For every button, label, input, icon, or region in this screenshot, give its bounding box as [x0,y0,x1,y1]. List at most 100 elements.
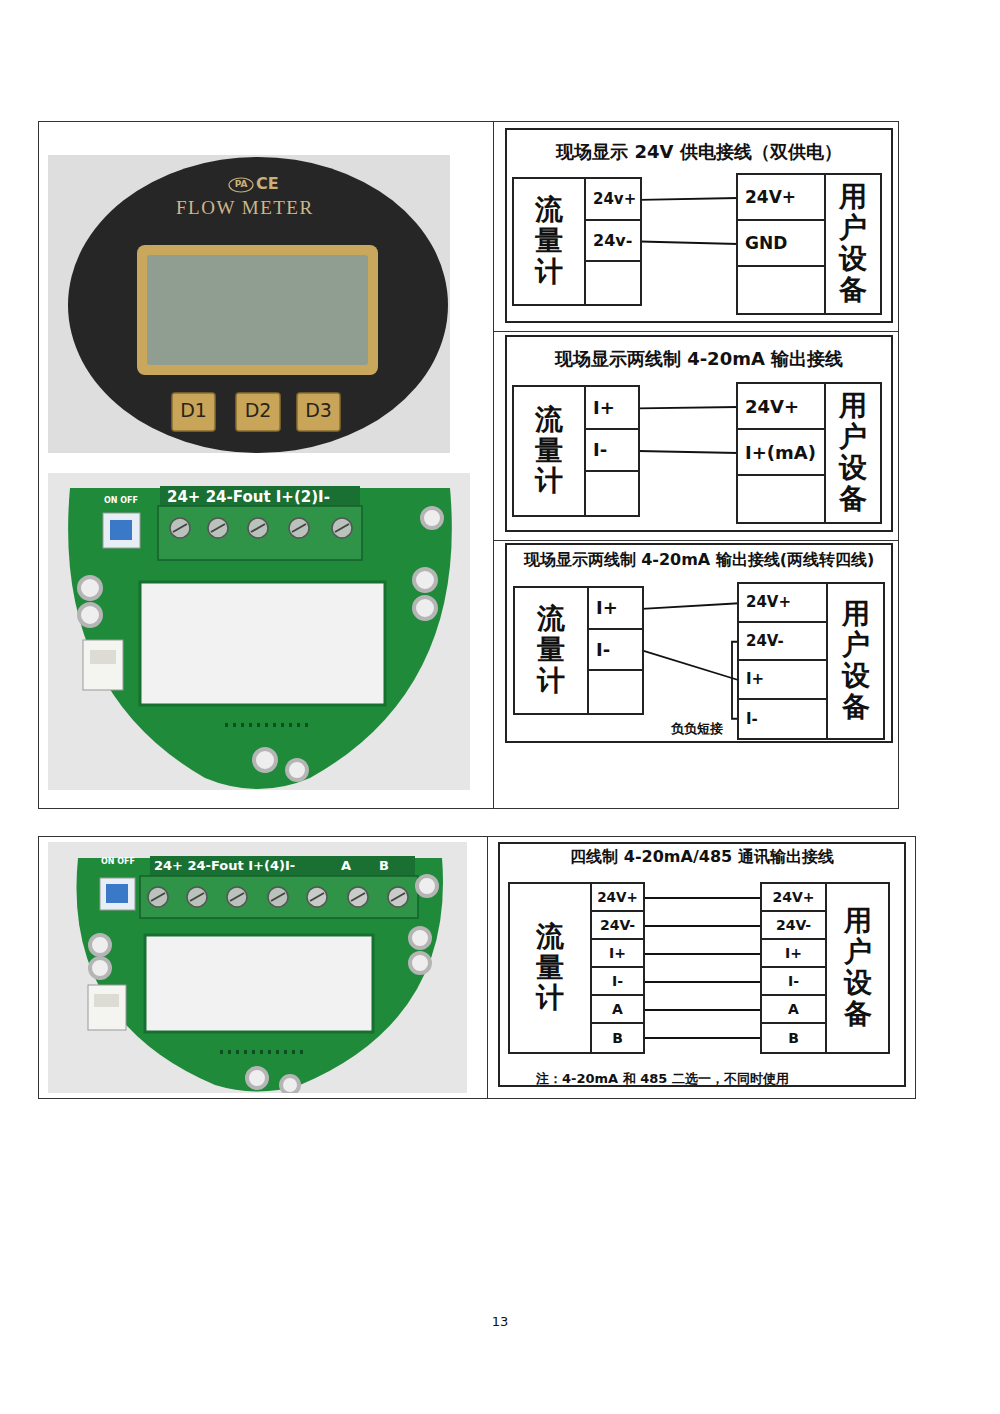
wiring-panel: 现场显示 24V 供电接线（双供电）流量计24v+24v-用户设备24V+GND [505,128,893,323]
terminal-cell: GND [738,221,824,267]
terminal-name: GND [745,233,787,253]
display-photo-part [48,155,450,453]
terminal-name: 24v- [593,231,632,250]
pcb-photo-four-wire [48,842,467,1093]
vertical-label: 流量计 [537,604,565,696]
wire-connector [643,953,762,955]
wire-connector [640,241,738,244]
user-device-box: 用户设备24V+I+(mA) [736,382,882,524]
terminal-cell: 24V- [762,912,825,940]
display-photo-part [147,255,368,365]
terminal-name: A [788,1001,799,1017]
button-label: D1 [172,399,215,421]
pcb-photo-two-wire-part [79,577,101,599]
wiring-panel: 四线制 4-20mA/485 通讯输出接线注：4-20mA 和 485 二选一，… [498,842,906,1087]
terminal-cell: I- [589,630,642,672]
terminal-cell: I+ [586,387,638,430]
terminal-cell: I+ [739,661,826,700]
terminal-legend: 24+ 24-Fout I+(4)I- [154,858,295,873]
terminal-cell: I+ [589,588,642,630]
column-divider [824,384,826,522]
pcb-photo-four-wire-part [100,878,135,910]
label-column: 流量计 [510,884,590,1052]
terminal-name: 24v+ [593,190,636,208]
display-photo-part [68,157,448,453]
wire-connector [643,981,762,983]
switch-label: ON OFF [104,496,138,505]
page-number: 13 [485,1314,515,1329]
terminal-legend: B [376,858,392,873]
panel-title: 现场显示两线制 4-20mA 输出接线(两线转四线) [524,550,875,571]
wire-connector [643,925,762,927]
terminal-name: 24V+ [745,396,799,417]
wire-connector [643,1009,762,1011]
pcb-photo-four-wire-part [150,856,415,876]
pcb-photo-two-wire-part [287,760,307,780]
button-label: D2 [236,399,280,421]
pcb-photo-two-wire-part [110,520,132,540]
wire-connector [642,603,739,609]
panel-note-row: 注：4-20mA 和 485 二选一，不同时使用 [536,1068,789,1088]
terminal-cell: 24V- [592,912,643,940]
terminal-name: 24V- [746,632,784,650]
label-column: 用户设备 [826,384,880,522]
panel-title-row: 现场显示两线制 4-20mA 输出接线(两线转四线) [507,550,891,571]
panel-title: 现场显示两线制 4-20mA 输出接线 [555,347,843,371]
terminal-name: 24V- [776,917,811,933]
pcb-photo-four-wire-part [247,1068,267,1088]
terminal-cell: 24V- [739,623,826,662]
pcb-photo-four-wire-part [151,893,405,901]
terminal-name: I- [788,973,799,989]
terminal-name: 24V- [600,917,635,933]
terminal-name: A [612,1001,623,1017]
terminal-cell: 24V+ [739,584,826,623]
terminal-name: I+ [593,397,615,418]
terminal-cell: I- [586,430,638,473]
pcb-photo-four-wire-part [94,994,119,1007]
terminal-cell: 24V+ [762,884,825,912]
pcb-photo-four-wire-part [220,1050,305,1054]
pcb-photo-four-wire-part [145,935,373,1032]
button-label: D3 [297,399,340,421]
panel-title-row: 现场显示两线制 4-20mA 输出接线 [507,347,891,371]
pcb-photo-two-wire-part [160,486,360,506]
user-device-box: 用户设备24V+24V-I+I-AB [760,882,890,1054]
display-photo-part [297,393,340,431]
display-photo-part [229,178,253,192]
terminal-name: 24V+ [772,889,814,905]
mark-logo: PA [229,179,253,189]
table-frame-part [487,837,488,1099]
terminal-name: I+ [596,597,618,618]
mark-logo: CE [256,174,279,193]
terminal-cell: 24v+ [586,179,640,221]
pcb-photo-four-wire-part [48,842,467,1093]
terminal-name: 24V+ [597,889,638,905]
pcb-photo-two-wire-part [254,749,276,771]
pcb-photo-two-wire-part [173,524,349,532]
pcb-photo-two-wire-part [79,604,101,626]
terminal-name: I- [612,973,623,989]
table-frame-part [39,837,916,1099]
table-frame-part [494,331,899,332]
label-column: 流量计 [514,179,584,304]
terminal-legend: 24+ 24-Fout I+(2)I- [167,488,330,506]
panel-title: 四线制 4-20mA/485 通讯输出接线 [570,847,833,868]
terminal-cell: B [762,1024,825,1052]
pcb-photo-two-wire-part [140,582,385,705]
vertical-label: 用户设备 [839,391,867,514]
wiring-panel: 现场显示两线制 4-20mA 输出接线(两线转四线) 流量计 I+ I- 用户设备 24V… [505,543,893,743]
display-photo-part [236,393,280,431]
flowmeter-terminal-box: 流量计24V+24V-I+I-AB [508,882,645,1054]
terminal-name: I- [593,439,607,460]
pcb-photo-four-wire-part [410,928,430,948]
terminal-name: B [788,1030,799,1046]
vertical-label: 用户设备 [842,599,870,722]
flowmeter-terminal-box: 流量计 24v+ 24v- [512,177,642,306]
wiring-panel: 现场显示两线制 4-20mA 输出接线流量计I+I-用户设备24V+I+(mA) [505,335,893,532]
table-frame [39,122,916,1099]
terminal-name: 24V+ [745,187,796,207]
terminal-name: I+ [746,670,764,688]
terminal-cell: 24V+ [738,384,824,430]
label-column: 流量计 [515,588,587,713]
